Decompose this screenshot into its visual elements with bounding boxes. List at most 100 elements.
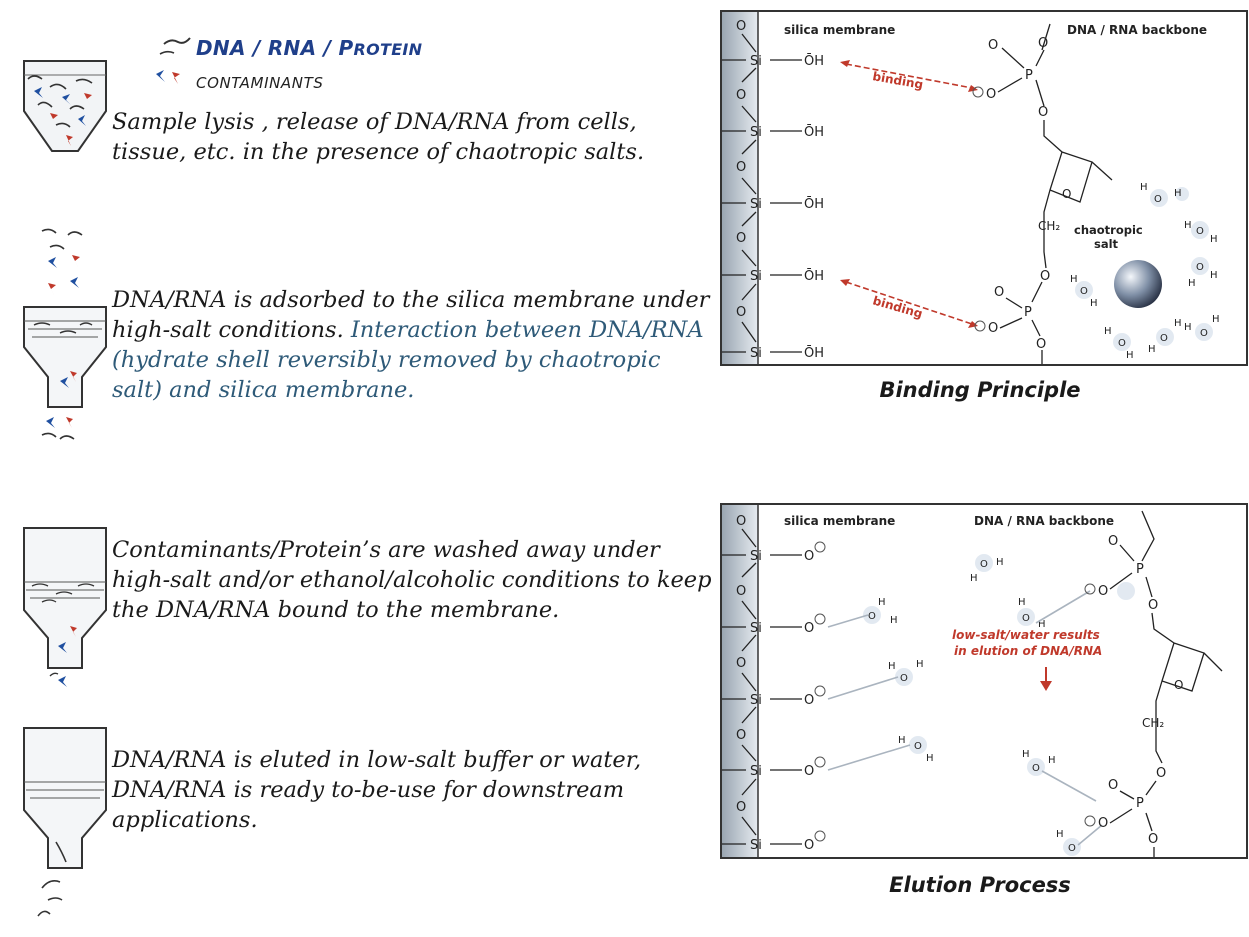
svg-text:O: O bbox=[1098, 816, 1108, 831]
step-adsorption-note: Interaction between DNA/RNA (hydrate she… bbox=[112, 317, 704, 403]
svg-text:Si: Si bbox=[750, 693, 762, 708]
hydration-bonds bbox=[827, 590, 1103, 846]
svg-text:H: H bbox=[898, 735, 906, 746]
svg-text:H: H bbox=[1090, 298, 1098, 309]
phosphate-group-top: O P O O bbox=[1084, 534, 1158, 613]
svg-text:O: O bbox=[1156, 766, 1166, 781]
chaotropic-salt-sphere bbox=[1114, 260, 1162, 308]
svg-text:H: H bbox=[996, 557, 1004, 568]
elution-note-line-2: in elution of DNA/RNA bbox=[954, 644, 1102, 658]
svg-text:Si: Si bbox=[750, 549, 762, 564]
svg-text:O: O bbox=[1148, 832, 1158, 847]
svg-text:ŌH: ŌH bbox=[804, 269, 824, 284]
svg-text:H: H bbox=[1212, 314, 1220, 325]
step-elution-text: DNA/RNA is eluted in low-salt buffer or … bbox=[112, 747, 642, 833]
silica-membrane-band bbox=[722, 12, 758, 364]
svg-text:O: O bbox=[1098, 584, 1108, 599]
svg-text:O: O bbox=[1174, 678, 1183, 692]
silica-membrane-band bbox=[722, 505, 758, 857]
svg-text:binding: binding bbox=[871, 69, 924, 92]
svg-text:H: H bbox=[1184, 220, 1192, 231]
svg-text:H: H bbox=[1210, 234, 1218, 245]
svg-text:O: O bbox=[804, 764, 814, 779]
binding-principle-panel: silica membrane DNA / RNA backbone O Si … bbox=[720, 10, 1248, 366]
legend-icons bbox=[156, 37, 191, 84]
svg-text:O: O bbox=[1154, 194, 1162, 205]
svg-text:P: P bbox=[1136, 796, 1144, 811]
binding-column-icon bbox=[23, 228, 107, 440]
svg-text:O: O bbox=[804, 549, 814, 564]
svg-text:H: H bbox=[970, 573, 978, 584]
svg-text:Si: Si bbox=[750, 764, 762, 779]
svg-text:O: O bbox=[1080, 286, 1088, 297]
svg-text:O: O bbox=[1196, 226, 1204, 237]
svg-text:Si: Si bbox=[750, 269, 762, 284]
svg-text:ŌH: ŌH bbox=[804, 54, 824, 69]
elution-process-panel: silica membrane DNA / RNA backbone O Si … bbox=[720, 503, 1248, 859]
svg-text:ŌH: ŌH bbox=[804, 346, 824, 361]
svg-text:H: H bbox=[1048, 755, 1056, 766]
step-adsorption-text: DNA/RNA is adsorbed to the silica membra… bbox=[112, 285, 712, 405]
svg-text:O: O bbox=[1108, 534, 1118, 549]
svg-text:O: O bbox=[736, 656, 746, 671]
svg-text:Si: Si bbox=[750, 197, 762, 212]
elution-arrow bbox=[1040, 667, 1052, 691]
svg-text:H: H bbox=[1104, 326, 1112, 337]
svg-text:O: O bbox=[804, 838, 814, 853]
backbone-label: DNA / RNA backbone bbox=[974, 514, 1114, 528]
wash-column-icon bbox=[23, 527, 107, 687]
elution-column-icon bbox=[23, 727, 107, 917]
svg-text:H: H bbox=[1188, 278, 1196, 289]
svg-text:H: H bbox=[1070, 274, 1078, 285]
svg-text:Si: Si bbox=[750, 346, 762, 361]
elution-note-line-1: low-salt/water results bbox=[952, 628, 1100, 642]
svg-text:O: O bbox=[994, 285, 1004, 300]
svg-text:O: O bbox=[1068, 843, 1076, 854]
svg-text:H: H bbox=[916, 659, 924, 670]
svg-text:CH₂: CH₂ bbox=[1142, 716, 1164, 730]
svg-text:H: H bbox=[1148, 344, 1156, 355]
svg-text:H: H bbox=[1210, 270, 1218, 281]
svg-text:O: O bbox=[1160, 333, 1168, 344]
phosphate-group-top: O P O O O bbox=[972, 36, 1048, 120]
chaotropic-salt-label-2: salt bbox=[1094, 237, 1119, 251]
svg-text:O: O bbox=[736, 19, 746, 34]
svg-text:P: P bbox=[1136, 562, 1144, 577]
svg-text:O: O bbox=[736, 728, 746, 743]
membrane-label: silica membrane bbox=[784, 23, 895, 37]
svg-text:H: H bbox=[1184, 322, 1192, 333]
svg-text:O: O bbox=[1038, 105, 1048, 120]
svg-text:O: O bbox=[988, 38, 998, 53]
svg-text:H: H bbox=[1174, 318, 1182, 329]
svg-text:O: O bbox=[1036, 337, 1046, 352]
svg-text:H: H bbox=[1056, 829, 1064, 840]
svg-text:binding: binding bbox=[871, 293, 924, 321]
svg-text:H: H bbox=[890, 615, 898, 626]
legend-title: DNA / RNA / PROTEIN bbox=[196, 36, 423, 60]
svg-text:O: O bbox=[914, 741, 922, 752]
svg-text:Si: Si bbox=[750, 125, 762, 140]
svg-text:O: O bbox=[1040, 269, 1050, 284]
svg-text:O: O bbox=[1022, 613, 1030, 624]
elution-diagram: silica membrane DNA / RNA backbone O Si … bbox=[722, 505, 1223, 857]
svg-text:H: H bbox=[1174, 188, 1182, 199]
contaminant-icon bbox=[156, 70, 180, 84]
dna-strand-icon bbox=[159, 37, 191, 55]
binding-principle-caption: Binding Principle bbox=[879, 378, 1081, 402]
svg-text:Si: Si bbox=[750, 621, 762, 636]
step-lysis-text: Sample lysis , release of DNA/RNA from c… bbox=[112, 109, 645, 165]
svg-text:O: O bbox=[1118, 338, 1126, 349]
water-molecules: OHH OHH OHH OHH OHH OHH OHH bbox=[1070, 182, 1220, 361]
svg-text:CH₂: CH₂ bbox=[1038, 219, 1060, 233]
svg-text:Si: Si bbox=[750, 54, 762, 69]
svg-text:H: H bbox=[1022, 749, 1030, 760]
svg-text:O: O bbox=[1108, 778, 1118, 793]
svg-text:O: O bbox=[1200, 328, 1208, 339]
binding-arrow-top: binding bbox=[840, 60, 978, 92]
svg-text:O: O bbox=[986, 87, 996, 102]
step-wash-text: Contaminants/Protein’s are washed away u… bbox=[112, 537, 712, 623]
membrane-label: silica membrane bbox=[784, 514, 895, 528]
svg-text:O: O bbox=[804, 693, 814, 708]
svg-text:O: O bbox=[736, 514, 746, 529]
